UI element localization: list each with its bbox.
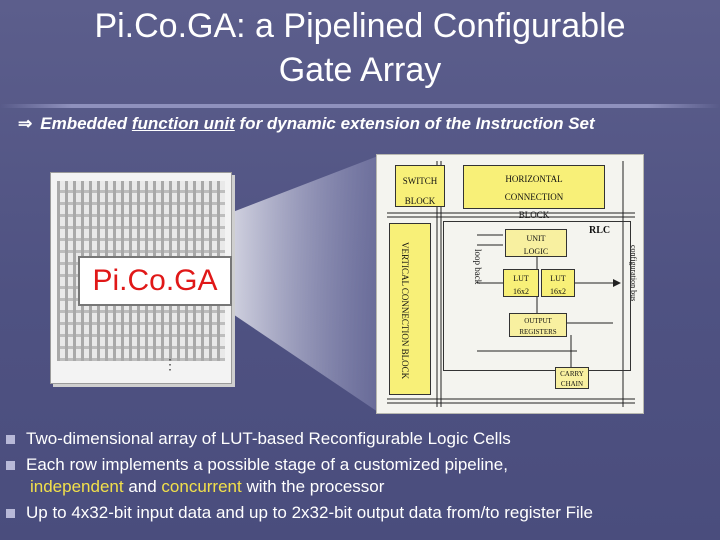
bullet-continuation: independent and concurrent with the proc… [26,476,720,498]
title-divider [0,104,720,108]
bullet-item: Two-dimensional array of LUT-based Recon… [6,428,720,450]
bullet-text: Up to 4x32-bit input data and up to 2x32… [26,503,594,522]
rlc-frame [443,221,631,371]
vertical-block-label: VERTICAL CONNECTION BLOCK [400,242,410,380]
cont-and: and [123,477,162,496]
unit-logic-line-1: UNIT [526,234,546,243]
bullet-square-icon [6,461,15,470]
bullet-item: Up to 4x32-bit input data and up to 2x32… [6,502,720,524]
slide-title: Pi.Co.GA: a Pipelined Configurable Gate … [0,4,720,92]
lut1-size: 16x2 [513,287,529,296]
subtitle-underlined: function unit [131,114,235,133]
output-registers-block: OUTPUT REGISTERS [509,313,567,337]
highlight-independent: independent [30,477,124,496]
bullet-list: Two-dimensional array of LUT-based Recon… [6,428,720,528]
carry-chain-line-1: CARRY [560,370,584,378]
loop-back-label: loop back [473,249,483,285]
lut-block-1: LUT 16x2 [503,269,539,297]
unit-logic-block: UNIT LOGIC [505,229,567,257]
configuration-bus-label: configuration bus [629,245,638,302]
bullet-square-icon [6,435,15,444]
switch-block-line-1: SWITCH [402,176,438,186]
switch-block: SWITCH BLOCK [395,165,445,207]
vertical-connection-block: VERTICAL CONNECTION BLOCK [389,223,431,395]
lut2-size: 16x2 [550,287,566,296]
title-line-1: Pi.Co.GA: a Pipelined Configurable [94,7,626,45]
bullet-item: Each row implements a possible stage of … [6,454,720,498]
picoga-chip: ⋮ Pi.Co.GA [50,172,240,384]
bullet-text: Two-dimensional array of LUT-based Recon… [26,429,511,448]
highlight-concurrent: concurrent [161,477,242,496]
subtitle-post: for dynamic extension of the Instruction… [234,114,595,133]
title-line-2: Gate Array [278,51,442,89]
bullet-text: Each row implements a possible stage of … [26,455,508,474]
carry-chain-line-2: CHAIN [560,380,584,388]
lut-block-2: LUT 16x2 [541,269,575,297]
carry-chain-block: CARRY CHAIN [555,367,589,389]
rlc-diagram: SWITCH BLOCK HORIZONTAL CONNECTION BLOCK… [376,154,644,414]
output-registers-line-2: REGISTERS [519,328,557,336]
lut1-name: LUT [513,274,529,283]
chip-label: Pi.Co.GA [78,256,232,306]
bullet-square-icon [6,509,15,518]
unit-logic-line-2: LOGIC [523,247,549,256]
chip-continuation-dots: ⋮ [163,356,177,372]
horizontal-block-line-3: BLOCK [518,210,550,220]
implies-arrow-icon: ⇒ [18,114,33,133]
lut2-name: LUT [550,274,566,283]
output-registers-line-1: OUTPUT [524,317,552,325]
horizontal-connection-block: HORIZONTAL CONNECTION BLOCK [463,165,605,220]
subtitle: ⇒ Embedded function unit for dynamic exte… [18,114,718,134]
rlc-label: RLC [589,225,611,236]
subtitle-pre: Embedded [40,114,132,133]
switch-block-line-2: BLOCK [404,196,436,206]
cont-with-processor: with the processor [241,477,385,496]
horizontal-block-line-1: HORIZONTAL [505,174,563,184]
horizontal-block-line-2: CONNECTION [504,192,564,202]
